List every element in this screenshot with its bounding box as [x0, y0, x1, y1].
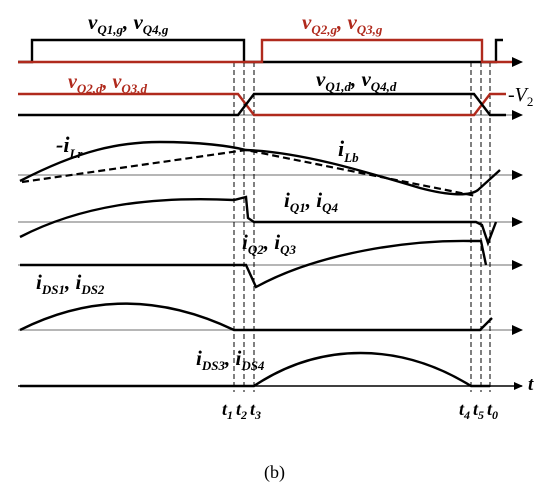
label-vq14d: vQ1,d, vQ4,d [316, 67, 397, 94]
arrow-row-3 [512, 170, 523, 180]
label-iq14: iQ1, iQ4 [284, 188, 338, 215]
instant-label-t2: t2 [236, 399, 247, 422]
wave-iq23 [20, 239, 488, 289]
arrow-row-2 [512, 110, 523, 120]
label-ids34: iDS3, iDS4 [196, 346, 265, 373]
wave-ids12 [19, 302, 493, 332]
wave-ilb [21, 148, 477, 198]
instant-label-t0: t0 [487, 399, 498, 422]
wave-iq14 [19, 195, 498, 247]
arrow-row-4 [512, 217, 523, 227]
arrow-row-5 [512, 260, 523, 270]
label-v2: -V2 [508, 84, 533, 109]
time-axis-label: t [528, 374, 534, 395]
label-vq23d: vQ2,d, vQ3,d [68, 71, 148, 96]
instant-label-t1: t1 [222, 399, 233, 422]
instant-label-t5: t5 [473, 399, 484, 422]
label-ids12: iDS1, iDS2 [36, 270, 105, 297]
figure-caption: (b) [264, 462, 285, 483]
instant-label-t3: t3 [250, 399, 261, 422]
label-ilb: iLb [338, 136, 359, 165]
arrow-row-1 [512, 57, 523, 67]
arrow-row-6 [512, 325, 523, 335]
row-arrows [512, 57, 523, 335]
wave-vq23d [18, 92, 506, 117]
label-iq23: iQ2, iQ3 [242, 230, 296, 257]
wave-vq14d [18, 92, 506, 117]
wave-vq23g [18, 38, 512, 64]
instant-label-t4: t4 [459, 399, 470, 422]
label-vq23g: vQ2,g, vQ3,g [302, 10, 383, 37]
label-vq14g: vQ1,g, vQ4,g [88, 10, 169, 37]
time-markers [233, 62, 491, 392]
wave-ids34 [20, 351, 490, 388]
instant-labels: t1 t2 t3 t4 t5 t0 [222, 399, 498, 422]
wave-vq14g [18, 38, 503, 64]
label-ilr: -iLr [56, 132, 83, 161]
